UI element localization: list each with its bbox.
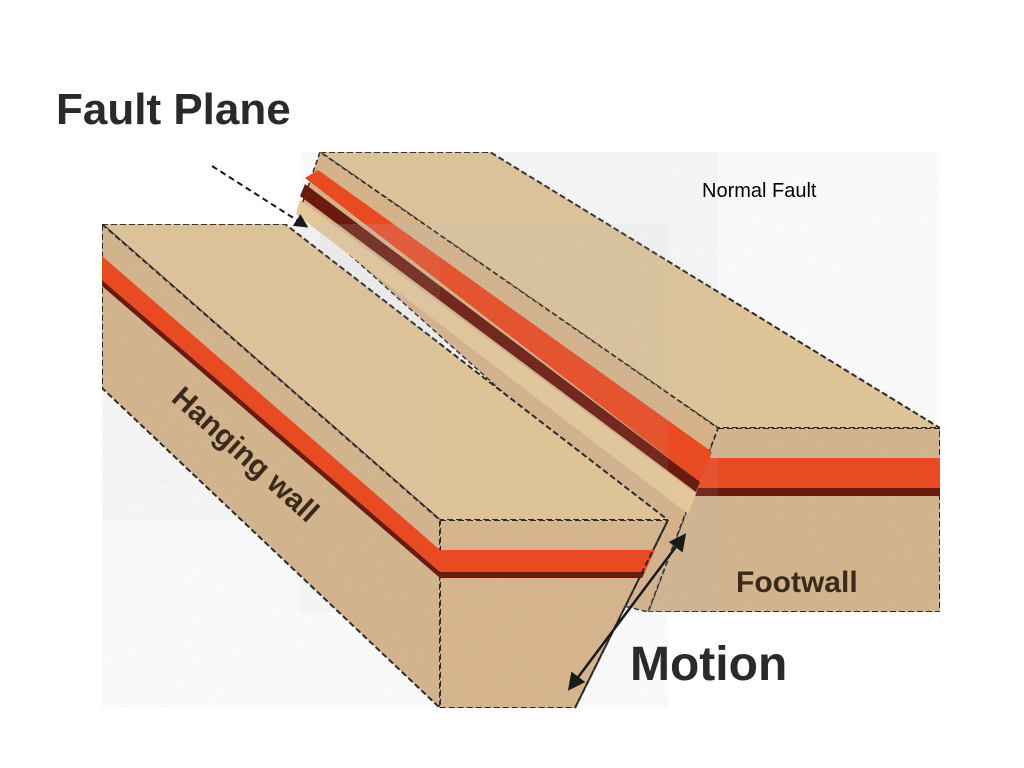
scarp-dark-layer bbox=[300, 184, 700, 492]
footwall-dark-layer-front bbox=[695, 488, 940, 496]
motion-label: Motion bbox=[630, 638, 787, 691]
footwall-red-layer-front bbox=[698, 458, 940, 488]
hanging-wall-red-layer-side bbox=[102, 256, 440, 572]
fault-plane-arrow bbox=[211, 165, 309, 228]
hanging-wall-dark-layer-front bbox=[440, 572, 645, 578]
scarp-red-layer bbox=[305, 170, 712, 482]
footwall-label: Footwall bbox=[736, 566, 858, 599]
hanging-wall-dark-layer-side bbox=[102, 280, 440, 578]
diagram-caption: Normal Fault bbox=[702, 180, 817, 202]
footwall-block bbox=[296, 150, 944, 613]
motion-arrow bbox=[567, 533, 687, 691]
fault-plane-label: Fault Plane bbox=[56, 85, 291, 134]
scarp-light-band bbox=[296, 200, 696, 514]
hanging-wall-red-layer-front bbox=[440, 550, 655, 572]
